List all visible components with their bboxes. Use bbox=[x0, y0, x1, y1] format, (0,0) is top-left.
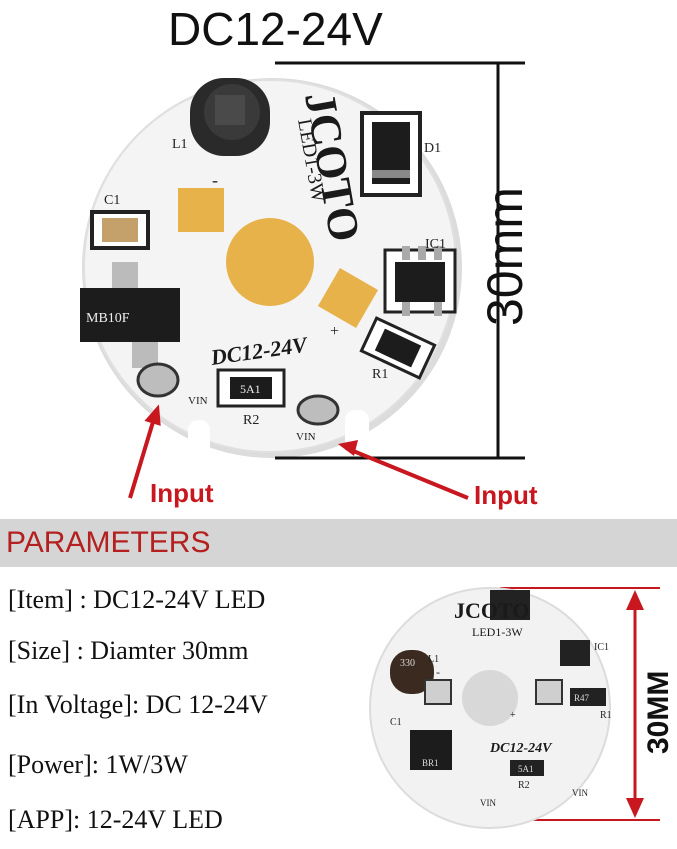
small-pcb-voltage: DC12-24V bbox=[489, 741, 553, 756]
input-arrow-left bbox=[128, 404, 161, 499]
pcb-label-r2: R2 bbox=[243, 413, 259, 428]
small-label-c1: C1 bbox=[390, 717, 402, 728]
pcb-r2-marking: 5A1 bbox=[240, 382, 261, 396]
dimension-label: 30mm bbox=[468, 178, 533, 328]
vin-pad-right bbox=[296, 394, 340, 426]
pcb-label-d1: D1 bbox=[424, 141, 441, 156]
pcb-label-bridge: MB10F bbox=[86, 311, 130, 326]
param-power: [Power]: 1W/3W bbox=[8, 750, 188, 779]
product-photo-top: JCOTO LED1-3W DC12-24V L1 C1 MB10F D1 IC… bbox=[80, 61, 525, 500]
small-r1-marking: R47 bbox=[574, 693, 590, 703]
capacitor bbox=[90, 210, 150, 250]
small-bridge-label: BR1 bbox=[422, 758, 439, 768]
pcb-label-c1: C1 bbox=[104, 193, 120, 208]
pcb-label-l1: L1 bbox=[172, 137, 188, 152]
small-inductor bbox=[390, 650, 434, 694]
small-vin-left: VIN bbox=[480, 798, 496, 808]
led-center-pad bbox=[226, 218, 314, 306]
resistor-r2 bbox=[216, 368, 286, 408]
small-dimension-text: 30MM bbox=[642, 670, 675, 754]
param-voltage: [In Voltage]: DC 12-24V bbox=[8, 690, 268, 719]
dimension-text: 30mm bbox=[477, 187, 533, 326]
vin-pad-left bbox=[136, 362, 180, 398]
small-pcb-brand: JCOTO bbox=[454, 598, 529, 623]
diode bbox=[360, 111, 422, 197]
pcb-board-small: JCOTO LED1-3W DC12-24V 330 R47 L1 R1 R2 … bbox=[369, 587, 660, 829]
param-size: [Size] : Diamter 30mm bbox=[8, 636, 249, 665]
small-label-r2: R2 bbox=[518, 780, 530, 791]
param-item: [Item] : DC12-24V LED bbox=[8, 585, 266, 614]
pcb-vin-left: VIN bbox=[188, 395, 208, 407]
pcb-minus: - bbox=[212, 170, 218, 190]
resistor-r1 bbox=[359, 316, 437, 380]
pcb-vin-right: VIN bbox=[296, 431, 316, 443]
small-label-l1: L1 bbox=[428, 654, 439, 665]
small-minus: - bbox=[436, 665, 440, 679]
inductor bbox=[190, 78, 270, 156]
small-r2-marking: 5A1 bbox=[518, 764, 534, 774]
input-label-left: Input bbox=[150, 478, 214, 508]
input-label-right: Input bbox=[474, 480, 538, 510]
small-label-ic1: IC1 bbox=[594, 642, 609, 653]
voltage-title: DC12-24V bbox=[168, 3, 383, 55]
gold-pad bbox=[317, 267, 379, 329]
small-pcb-model: LED1-3W bbox=[472, 625, 523, 639]
input-arrow-right bbox=[338, 440, 469, 500]
small-led-pad bbox=[462, 670, 518, 726]
small-dimension-label: 30MM bbox=[640, 642, 676, 792]
pcb-board-large: JCOTO LED1-3W DC12-24V L1 C1 MB10F D1 IC… bbox=[80, 61, 525, 500]
small-inductor-marking: 330 bbox=[400, 658, 415, 669]
pcb-label-r1: R1 bbox=[372, 367, 388, 382]
bridge-rectifier bbox=[80, 262, 180, 368]
pcb-plus: + bbox=[330, 323, 339, 340]
small-plus: + bbox=[510, 710, 516, 721]
small-diode bbox=[490, 590, 530, 620]
parameters-title: PARAMETERS bbox=[6, 526, 211, 559]
small-label-r1: R1 bbox=[600, 710, 612, 721]
param-app: [APP]: 12-24V LED bbox=[8, 805, 223, 834]
pcb-label-ic1: IC1 bbox=[425, 237, 446, 252]
gold-pad bbox=[178, 188, 224, 232]
parameters-header-bar bbox=[0, 519, 677, 567]
small-vin-right: VIN bbox=[572, 788, 588, 798]
ic-chip bbox=[383, 246, 457, 316]
